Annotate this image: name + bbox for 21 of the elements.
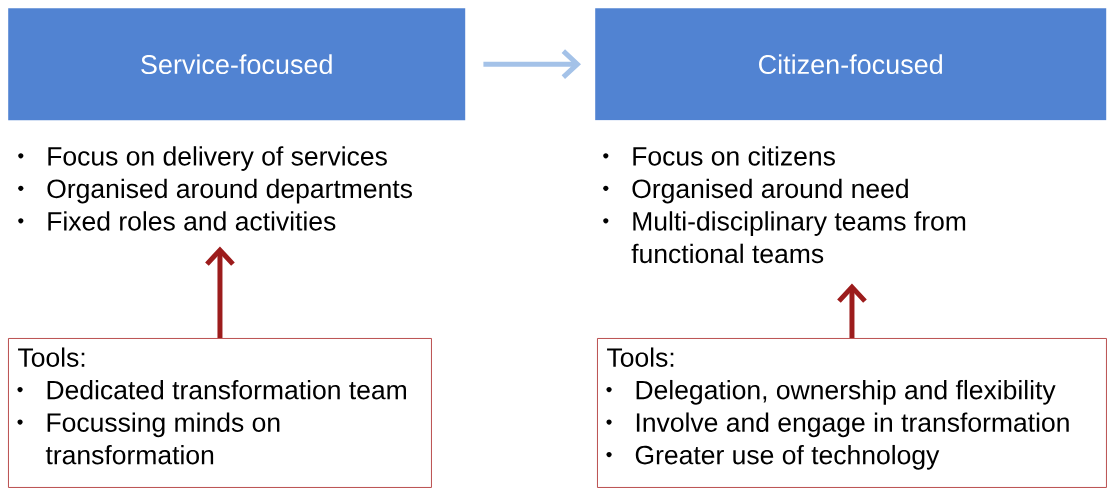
list-item: Delegation, ownership and flexibility — [636, 379, 1056, 405]
list-item: Dedicated transformation team — [47, 379, 406, 400]
list-item: Focus on citizens — [633, 146, 835, 166]
header-box: Citizen-focused — [595, 8, 1107, 121]
list-item: Tools: — [607, 347, 674, 367]
arrow — [483, 49, 581, 80]
tools-box — [597, 338, 1107, 488]
tools-box — [8, 338, 432, 488]
list-item: Greater use of technology — [635, 444, 940, 470]
header-box: Service-focused — [8, 8, 466, 121]
list-item: Multi-disciplinary teams from functional teams — [631, 211, 966, 264]
list-item: Focus on delivery of services — [48, 146, 387, 171]
bullet-list — [603, 146, 966, 264]
list-item: Tools: — [18, 347, 85, 367]
list-item: Fixed roles and activities — [48, 211, 336, 231]
list-item: Involve and engage in transformation — [636, 412, 1069, 438]
arrow — [205, 246, 235, 338]
list-item: Organised around departments — [47, 178, 412, 204]
list-item: Focussing minds on transformation — [45, 412, 280, 465]
bullet-list — [18, 146, 412, 231]
list-item: Organised around need — [632, 178, 908, 204]
